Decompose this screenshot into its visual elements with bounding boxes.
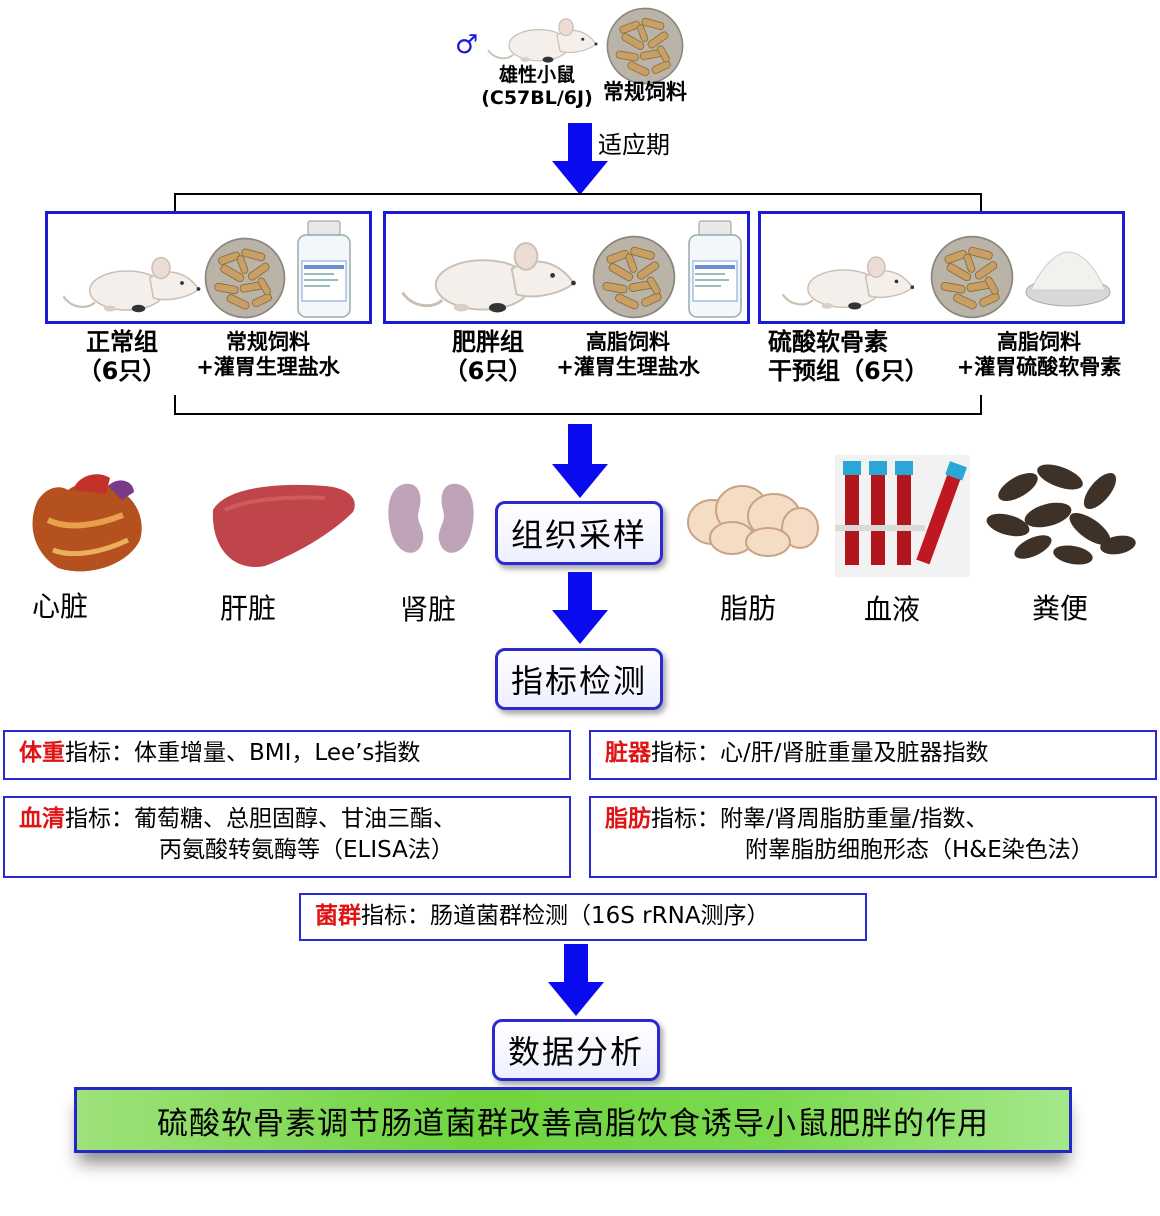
top-bracket [174,193,982,213]
group-name-line2: （6只） [443,356,533,385]
group-name-line1: 肥胖组 [452,328,524,356]
normal-feed-bowl [203,236,287,320]
group-name-cs: 硫酸软骨素 干预组（6只） [768,328,958,386]
analysis-step-box: 数据分析 [492,1019,660,1081]
feces-label: 粪便 [1031,592,1088,625]
kidney-label: 肾脏 [399,593,456,626]
blood-label: 血液 [863,593,920,626]
detection-step-box: 指标检测 [495,648,663,710]
indicator-fat: 脂肪指标：附睾/肾周脂肪重量/指数、 附睾脂肪细胞形态（H&E染色法） [589,796,1157,878]
liver-label: 肝脏 [219,592,276,625]
arrow-down-icon [548,944,604,1016]
group-treat-line1: 高脂饲料 [997,330,1081,354]
group-treat-line2: +灌胃硫酸软骨素 [956,355,1122,380]
heart-label: 心脏 [31,590,88,623]
indicator-key: 脂肪 [605,806,651,832]
indicator-text: 指标：体重增量、BMI，Lee’s指数 [65,740,421,766]
indicator-weight: 体重指标：体重增量、BMI，Lee’s指数 [3,730,571,780]
indicator-text: 指标：附睾/肾周脂肪重量/指数、 [651,806,989,832]
group-treat-obese: 高脂饲料 +灌胃生理盐水 [538,330,718,380]
group-name-normal: 正常组 （6只） [62,328,182,386]
saline-bottle-image [293,219,355,319]
normal-feed-image [603,6,687,86]
liver-image [212,484,355,567]
group-treat-line1: 高脂饲料 [586,330,670,354]
group-name-line2: 干预组（6只） [768,356,929,385]
group-treat-line1: 常规饲料 [226,330,310,354]
male-symbol: ♂ [455,30,479,60]
highfat-feed-bowl [929,234,1015,320]
mouse-label: 雄性小鼠 (C57BL/6J) [462,64,612,110]
fat-image [687,485,819,557]
group-treat-line2: +灌胃生理盐水 [556,355,700,380]
group-name-line1: 硫酸软骨素 [768,328,888,356]
mouse-label-line2: (C57BL/6J) [481,86,593,109]
indicator-text: 指标：肠道菌群检测（16S rRNA测序） [361,903,770,929]
normal-mouse-image [56,244,206,319]
group-name-obese: 肥胖组 （6只） [428,328,548,386]
chondroitin-powder-image [1025,251,1111,307]
group-panel-obese [383,211,750,324]
indicator-text: 指标：心/肝/肾脏重量及脏器指数 [651,740,989,766]
indicator-key: 体重 [19,740,65,766]
group-name-line1: 正常组 [86,328,158,356]
group-panel-normal [45,211,372,324]
group-treat-normal: 常规饲料 +灌胃生理盐水 [178,330,358,380]
obese-mouse-image [388,226,588,321]
indicator-text-line2: 丙氨酸转氨酶等（ELISA法） [159,837,454,864]
adapt-label: 适应期 [598,131,670,159]
sampling-step-box: 组织采样 [495,501,663,565]
arrow-down-icon [552,424,608,498]
feces-image [986,464,1136,565]
blood-tubes-image [835,455,970,577]
group-treat-line2: +灌胃生理盐水 [196,355,340,380]
cs-mouse-image [775,244,920,316]
bottom-bracket [174,395,982,415]
indicator-key: 脏器 [605,740,651,766]
indicator-flora: 菌群指标：肠道菌群检测（16S rRNA测序） [299,893,867,941]
kidney-image [388,483,474,553]
normal-feed-label: 常规饲料 [603,80,687,104]
group-treat-cs: 高脂饲料 +灌胃硫酸软骨素 [944,330,1134,380]
highfat-feed-bowl [591,234,677,320]
indicator-key: 血清 [19,806,65,832]
indicator-key: 菌群 [315,903,361,929]
saline-bottle-image [684,219,746,319]
heart-image [32,474,142,572]
group-name-line2: （6只） [77,356,167,385]
arrow-down-icon [552,572,608,644]
indicator-text: 指标：葡萄糖、总胆固醇、甘油三酯、 [65,806,456,832]
conclusion-banner: 硫酸软骨素调节肠道菌群改善高脂饮食诱导小鼠肥胖的作用 [74,1087,1072,1153]
group-panel-cs [758,211,1125,324]
indicator-text-line2: 附睾脂肪细胞形态（H&E染色法） [745,837,1094,864]
male-mouse-image [482,8,602,68]
indicator-organ: 脏器指标：心/肝/肾脏重量及脏器指数 [589,730,1157,780]
fat-label: 脂肪 [719,592,776,625]
arrow-down-icon [552,123,608,195]
indicator-serum: 血清指标：葡萄糖、总胆固醇、甘油三酯、 丙氨酸转氨酶等（ELISA法） [3,796,571,878]
mouse-label-line1: 雄性小鼠 [498,64,575,86]
